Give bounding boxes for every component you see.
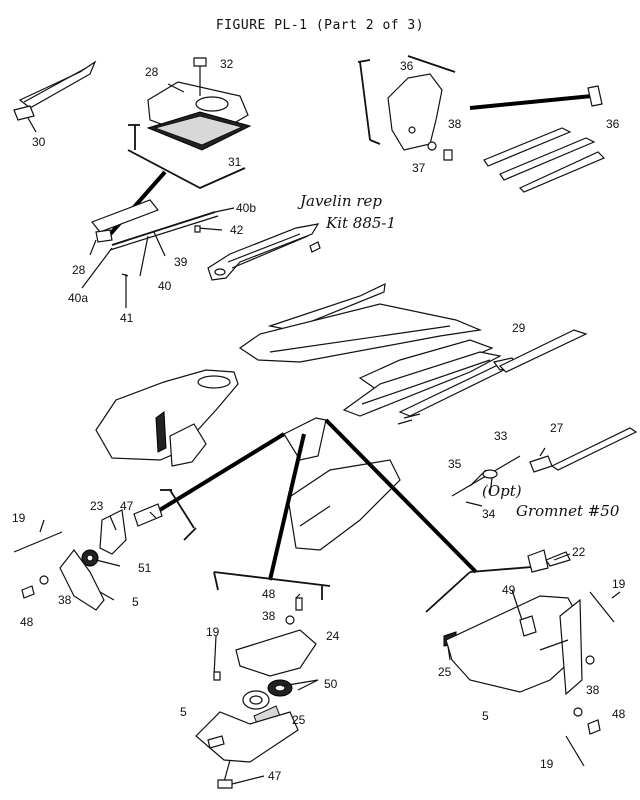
callout-28-top: 28 xyxy=(145,65,159,79)
lower-left-assembly xyxy=(13,489,197,611)
part-29 xyxy=(492,329,588,373)
callout-47-left: 47 xyxy=(120,499,134,513)
note-javelin-rep: Javelin rep xyxy=(297,192,382,210)
callout-37: 37 xyxy=(412,161,426,175)
part-28-bracket xyxy=(89,199,159,256)
lower-center-assembly xyxy=(195,571,331,789)
callout-29: 29 xyxy=(512,321,526,335)
callout-19-left: 19 xyxy=(12,511,26,525)
handwritten-notes: Javelin rep Kit 885-1 (Opt) Gromnet #50 xyxy=(297,192,620,520)
callout-35: 35 xyxy=(448,457,462,471)
part-39-40-rail xyxy=(81,207,235,308)
callout-49: 49 xyxy=(502,583,516,597)
part-30-strip xyxy=(13,60,97,133)
callout-22: 22 xyxy=(572,545,586,559)
callout-40b: 40b xyxy=(236,201,256,215)
callout-36-left: 36 xyxy=(400,59,414,73)
callout-5-right: 5 xyxy=(482,709,489,723)
center-body xyxy=(148,417,478,581)
callout-38-center: 38 xyxy=(262,609,276,623)
javelin-rep-part xyxy=(207,223,321,281)
callout-42: 42 xyxy=(230,223,244,237)
note-grommet: Gromnet #50 xyxy=(516,502,620,520)
callout-30: 30 xyxy=(32,135,46,149)
callout-47-center: 47 xyxy=(268,769,282,783)
callout-50: 50 xyxy=(324,677,338,691)
callout-23: 23 xyxy=(90,499,104,513)
part-33-34-35-27 xyxy=(451,427,638,507)
callout-48-center: 48 xyxy=(262,587,276,601)
callout-5-left: 5 xyxy=(132,595,139,609)
callout-51: 51 xyxy=(138,561,152,575)
figure-title: FIGURE PL-1 (Part 2 of 3) xyxy=(215,18,425,33)
lower-right-assembly xyxy=(425,549,615,767)
callout-19-right-bottom: 19 xyxy=(540,757,554,771)
note-opt: (Opt) xyxy=(482,482,522,500)
callout-24: 24 xyxy=(326,629,340,643)
callout-27: 27 xyxy=(550,421,564,435)
callout-33: 33 xyxy=(494,429,508,443)
callout-38-left: 38 xyxy=(58,593,72,607)
left-fairing xyxy=(95,369,239,467)
callout-leaders xyxy=(39,511,621,785)
callout-39: 39 xyxy=(174,255,188,269)
callout-36-right: 36 xyxy=(606,117,620,131)
callout-25-right: 25 xyxy=(438,665,452,679)
callout-40: 40 xyxy=(158,279,172,293)
note-kit-number: Kit 885-1 xyxy=(325,214,396,232)
callout-41: 41 xyxy=(120,311,134,325)
callout-labels: 30 28 32 31 36 36 38 37 40b 42 28 39 40a… xyxy=(12,57,626,783)
callout-28-bracket: 28 xyxy=(72,263,86,277)
callout-32: 32 xyxy=(220,57,234,71)
callout-48-right: 48 xyxy=(612,707,626,721)
callout-48-left: 48 xyxy=(20,615,34,629)
callout-25-center: 25 xyxy=(292,713,306,727)
middle-trim-pieces xyxy=(238,282,510,425)
part-28-31-32-assembly xyxy=(127,57,252,189)
callout-40a: 40a xyxy=(68,291,88,305)
callout-38-top: 38 xyxy=(448,117,462,131)
callout-5-center: 5 xyxy=(180,705,187,719)
callout-38-right: 38 xyxy=(586,683,600,697)
callout-19-center: 19 xyxy=(206,625,220,639)
callout-31: 31 xyxy=(228,155,242,169)
part-36-panel-assembly xyxy=(357,55,606,193)
callout-19-right-top: 19 xyxy=(612,577,626,591)
callout-34: 34 xyxy=(482,507,496,521)
